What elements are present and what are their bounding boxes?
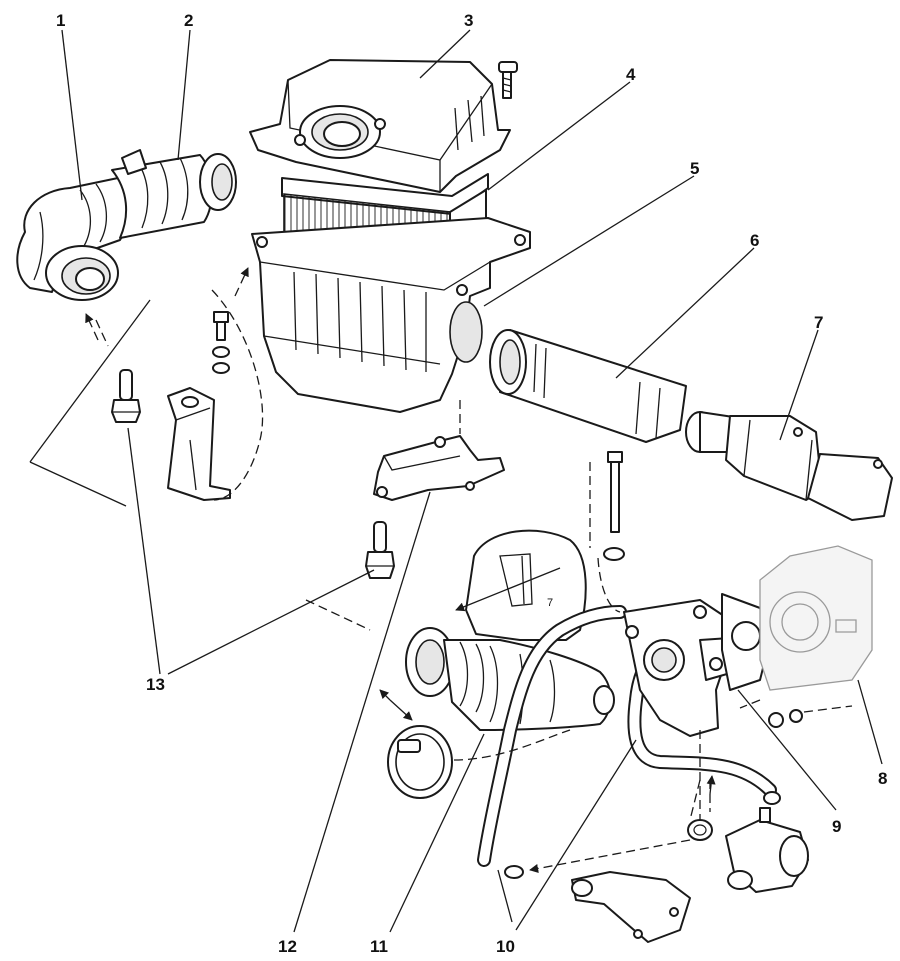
callout-12: 12: [278, 937, 297, 956]
part-12-mounting-plate: [373, 435, 505, 501]
callout-5: 5: [690, 159, 699, 178]
resonator-bracket: [465, 529, 587, 641]
part-5-filter-housing: [251, 217, 531, 413]
callout-4: 4: [626, 65, 636, 84]
callout-3: 3: [464, 11, 473, 30]
callout-1: 1: [56, 11, 65, 30]
callout-9: 9: [832, 817, 841, 836]
small-clamp: [687, 819, 713, 841]
part-3-filter-lid: [249, 59, 511, 193]
callout-13: 13: [146, 675, 165, 694]
thermostat-housing: [725, 807, 809, 893]
bracket-left: [167, 387, 231, 501]
leader-lines: [29, 29, 883, 933]
coolant-outlet: [571, 871, 691, 943]
nuts-right: [768, 709, 803, 728]
small-mark-text: 7: [547, 597, 553, 609]
part-9-throttle-body: [623, 593, 771, 737]
callout-2: 2: [184, 11, 193, 30]
grommet-stud-left: [111, 369, 141, 423]
callout-11: 11: [370, 937, 388, 956]
callout-labels: 1 2 3 4 5 6 7 8 9 10 11 12 13: [56, 11, 887, 956]
callout-10: 10: [496, 937, 515, 956]
part-6-intake-tube: [489, 329, 687, 443]
callout-7: 7: [814, 313, 823, 332]
bolt-washers-housing: [212, 311, 230, 374]
part-2-flex-sleeve: [111, 149, 237, 239]
callout-6: 6: [750, 231, 759, 250]
grommet-stud-center: [365, 521, 395, 579]
long-stud-washer: [603, 451, 625, 561]
assembly-lines: [85, 267, 853, 873]
part-7-air-flow-meter: [685, 411, 893, 521]
part-1-intake-elbow: [16, 177, 130, 301]
callout-8: 8: [878, 769, 887, 788]
assembly-arrows: [379, 567, 716, 795]
screw-lid: [498, 61, 518, 99]
part-8-engine-intake: [759, 545, 873, 691]
hose-clamp: [387, 725, 453, 799]
